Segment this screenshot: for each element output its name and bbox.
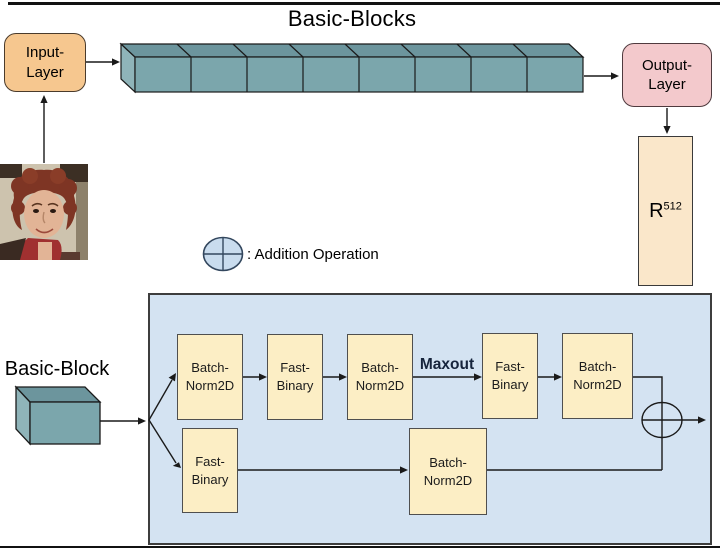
basic-block-label: Basic-Block bbox=[4, 358, 110, 380]
input-layer-label-line1: Input- bbox=[25, 44, 65, 61]
diagram-title: Basic-Blocks bbox=[287, 6, 417, 31]
node-fastbinary-1: Fast-Binary bbox=[267, 334, 323, 420]
output-layer-box: Output- Layer bbox=[622, 43, 712, 107]
bottom-border-line bbox=[0, 545, 720, 548]
feature-vector-label: R512 bbox=[649, 199, 682, 222]
top-border-line bbox=[8, 2, 720, 5]
node-batchnorm2d-2: Batch-Norm2D bbox=[347, 334, 413, 420]
node-fastbinary-2: Fast-Binary bbox=[482, 333, 538, 419]
node-batchnorm2d-shortcut: Batch-Norm2D bbox=[409, 428, 487, 515]
output-layer-label-line1: Output- bbox=[641, 56, 693, 74]
input-face-image bbox=[0, 164, 88, 260]
input-layer-label-line2: Layer bbox=[26, 63, 64, 81]
node-batchnorm2d-1: Batch-Norm2D bbox=[177, 334, 243, 420]
output-layer-label-line2: Layer bbox=[648, 76, 686, 93]
input-layer-box: Input- Layer bbox=[4, 33, 86, 92]
node-fastbinary-shortcut: Fast-Binary bbox=[182, 428, 238, 513]
addition-legend-icon bbox=[202, 236, 244, 272]
addition-legend-label: : Addition Operation bbox=[247, 246, 379, 263]
node-batchnorm2d-3: Batch-Norm2D bbox=[562, 333, 633, 419]
maxout-label: Maxout bbox=[419, 356, 475, 373]
feature-vector-box: R512 bbox=[638, 136, 693, 286]
blocks-bar-dividers bbox=[176, 43, 528, 92]
